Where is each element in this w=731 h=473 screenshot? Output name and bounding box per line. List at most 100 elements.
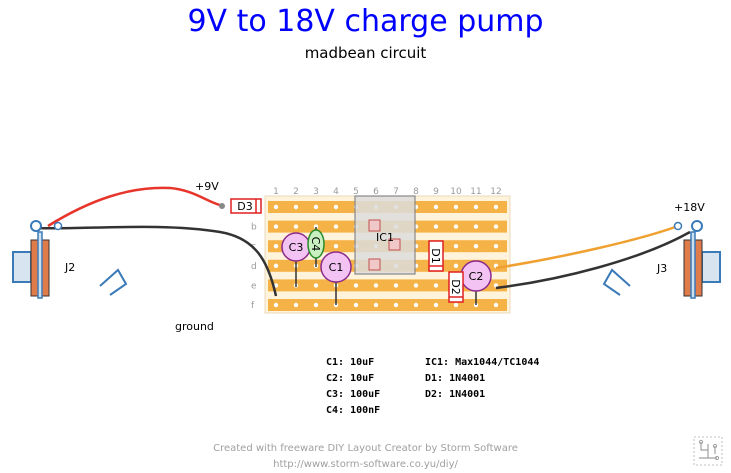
row-letter: f	[251, 301, 255, 311]
board-hole	[453, 204, 459, 210]
d1-label: D1	[429, 248, 442, 263]
j2-ring-lug	[53, 221, 63, 231]
c2-label: C2	[469, 270, 484, 283]
board-hole	[433, 204, 439, 210]
bom-item: C2: 10uF	[326, 373, 375, 384]
board-hole	[313, 302, 319, 308]
board-holes	[273, 204, 499, 308]
page-subtitle: madbean circuit	[304, 44, 427, 62]
board-hole	[493, 224, 499, 229]
board-hole	[293, 224, 299, 229]
j2-tip-lug	[30, 220, 42, 232]
board-hole	[473, 224, 479, 229]
board-hole	[373, 283, 379, 288]
d2-diode[interactable]	[448, 271, 464, 303]
ic1-body[interactable]	[354, 195, 416, 275]
board-hole	[453, 244, 459, 249]
column-number: 11	[470, 187, 481, 197]
board-hole	[493, 244, 499, 249]
ground-label: ground	[175, 320, 214, 333]
board-hole	[433, 283, 439, 288]
board-hole	[353, 302, 359, 308]
bom-right: IC1: Max1044/TC1044 D1: 1N4001 D2: 1N400…	[425, 355, 539, 403]
board-hole	[493, 302, 499, 308]
diy-logo-icon	[693, 436, 723, 466]
column-number: 7	[393, 187, 399, 197]
bom-item: IC1: Max1044/TC1044	[425, 357, 540, 368]
ground-wire-input	[35, 225, 278, 297]
j2-switch-lug	[99, 268, 128, 296]
c1-label: C1	[329, 261, 344, 274]
j2-jack-pin	[37, 231, 43, 299]
board-hole	[393, 302, 399, 308]
column-number: 3	[313, 187, 319, 197]
board-hole	[493, 283, 499, 288]
copper-strip-e	[268, 279, 507, 292]
credit-footer: Created with freeware DIY Layout Creator…	[0, 441, 731, 473]
bom-item: C1: 10uF	[326, 357, 375, 368]
board-hole	[313, 283, 319, 288]
plus9v-wire	[47, 186, 225, 228]
credit-url[interactable]: http://www.storm-software.co.yu/diy/	[273, 459, 458, 470]
board-hole	[313, 224, 319, 229]
d3-diode[interactable]	[230, 198, 262, 214]
board-hole	[333, 204, 339, 210]
column-number: 2	[293, 187, 299, 197]
board-hole	[273, 263, 279, 268]
column-number: 9	[433, 187, 439, 197]
j3-switch-lug	[602, 268, 631, 296]
plus18v-label: +18V	[674, 201, 705, 214]
column-number: 8	[413, 187, 419, 197]
j3-tip-lug	[691, 220, 703, 232]
board-hole	[453, 224, 459, 229]
credit-line: Created with freeware DIY Layout Creator…	[213, 443, 518, 454]
board-hole	[473, 204, 479, 210]
c4-capacitor[interactable]	[307, 229, 325, 259]
board-hole	[293, 204, 299, 210]
d2-label: D2	[449, 279, 462, 294]
column-number: 12	[490, 187, 501, 197]
j3-label: J3	[656, 262, 667, 275]
board-hole	[433, 302, 439, 308]
j2-jack-sleeve	[12, 251, 32, 283]
c4-label: C4	[309, 237, 322, 252]
column-number: 10	[450, 187, 462, 197]
bom-item: D1: 1N4001	[425, 373, 486, 384]
j3-ring-lug	[673, 221, 683, 231]
board-hole	[273, 302, 279, 308]
ic1-pin	[368, 258, 381, 271]
bom-item: D2: 1N4001	[425, 389, 486, 400]
plus9v-label: +9V	[195, 180, 219, 193]
column-number: 6	[373, 187, 379, 197]
c3-label: C3	[289, 241, 304, 254]
board-hole	[333, 224, 339, 229]
plus18v-wire	[495, 224, 679, 270]
board-hole	[353, 283, 359, 288]
board-hole	[433, 224, 439, 229]
d1-diode[interactable]	[428, 240, 444, 272]
page-title: 9V to 18V charge pump	[187, 4, 544, 39]
d3-label: D3	[237, 200, 252, 213]
j3-jack-pin	[690, 231, 696, 299]
board-hole	[393, 283, 399, 288]
row-letter: b	[251, 223, 257, 233]
bom-item: C4: 100nF	[326, 405, 381, 416]
board-hole	[273, 204, 279, 210]
ic1-label: IC1	[376, 231, 394, 244]
ic1-pin	[388, 238, 401, 251]
j2-label: J2	[64, 261, 75, 274]
board-hole	[473, 244, 479, 249]
board-hole	[273, 244, 279, 249]
board-hole	[453, 263, 459, 268]
bom-left: C1: 10uF C2: 10uF C3: 100uF C4: 100nF	[326, 355, 380, 419]
board-hole	[273, 224, 279, 229]
ground-wire-output	[495, 230, 691, 290]
c1-capacitor[interactable]	[320, 251, 352, 283]
board-hole	[313, 204, 319, 210]
board-hole	[493, 204, 499, 210]
column-number: 5	[353, 187, 359, 197]
row-letter: e	[251, 281, 257, 291]
board-hole	[293, 302, 299, 308]
copper-strip-f	[268, 299, 507, 311]
bom-item: C3: 100uF	[326, 389, 381, 400]
